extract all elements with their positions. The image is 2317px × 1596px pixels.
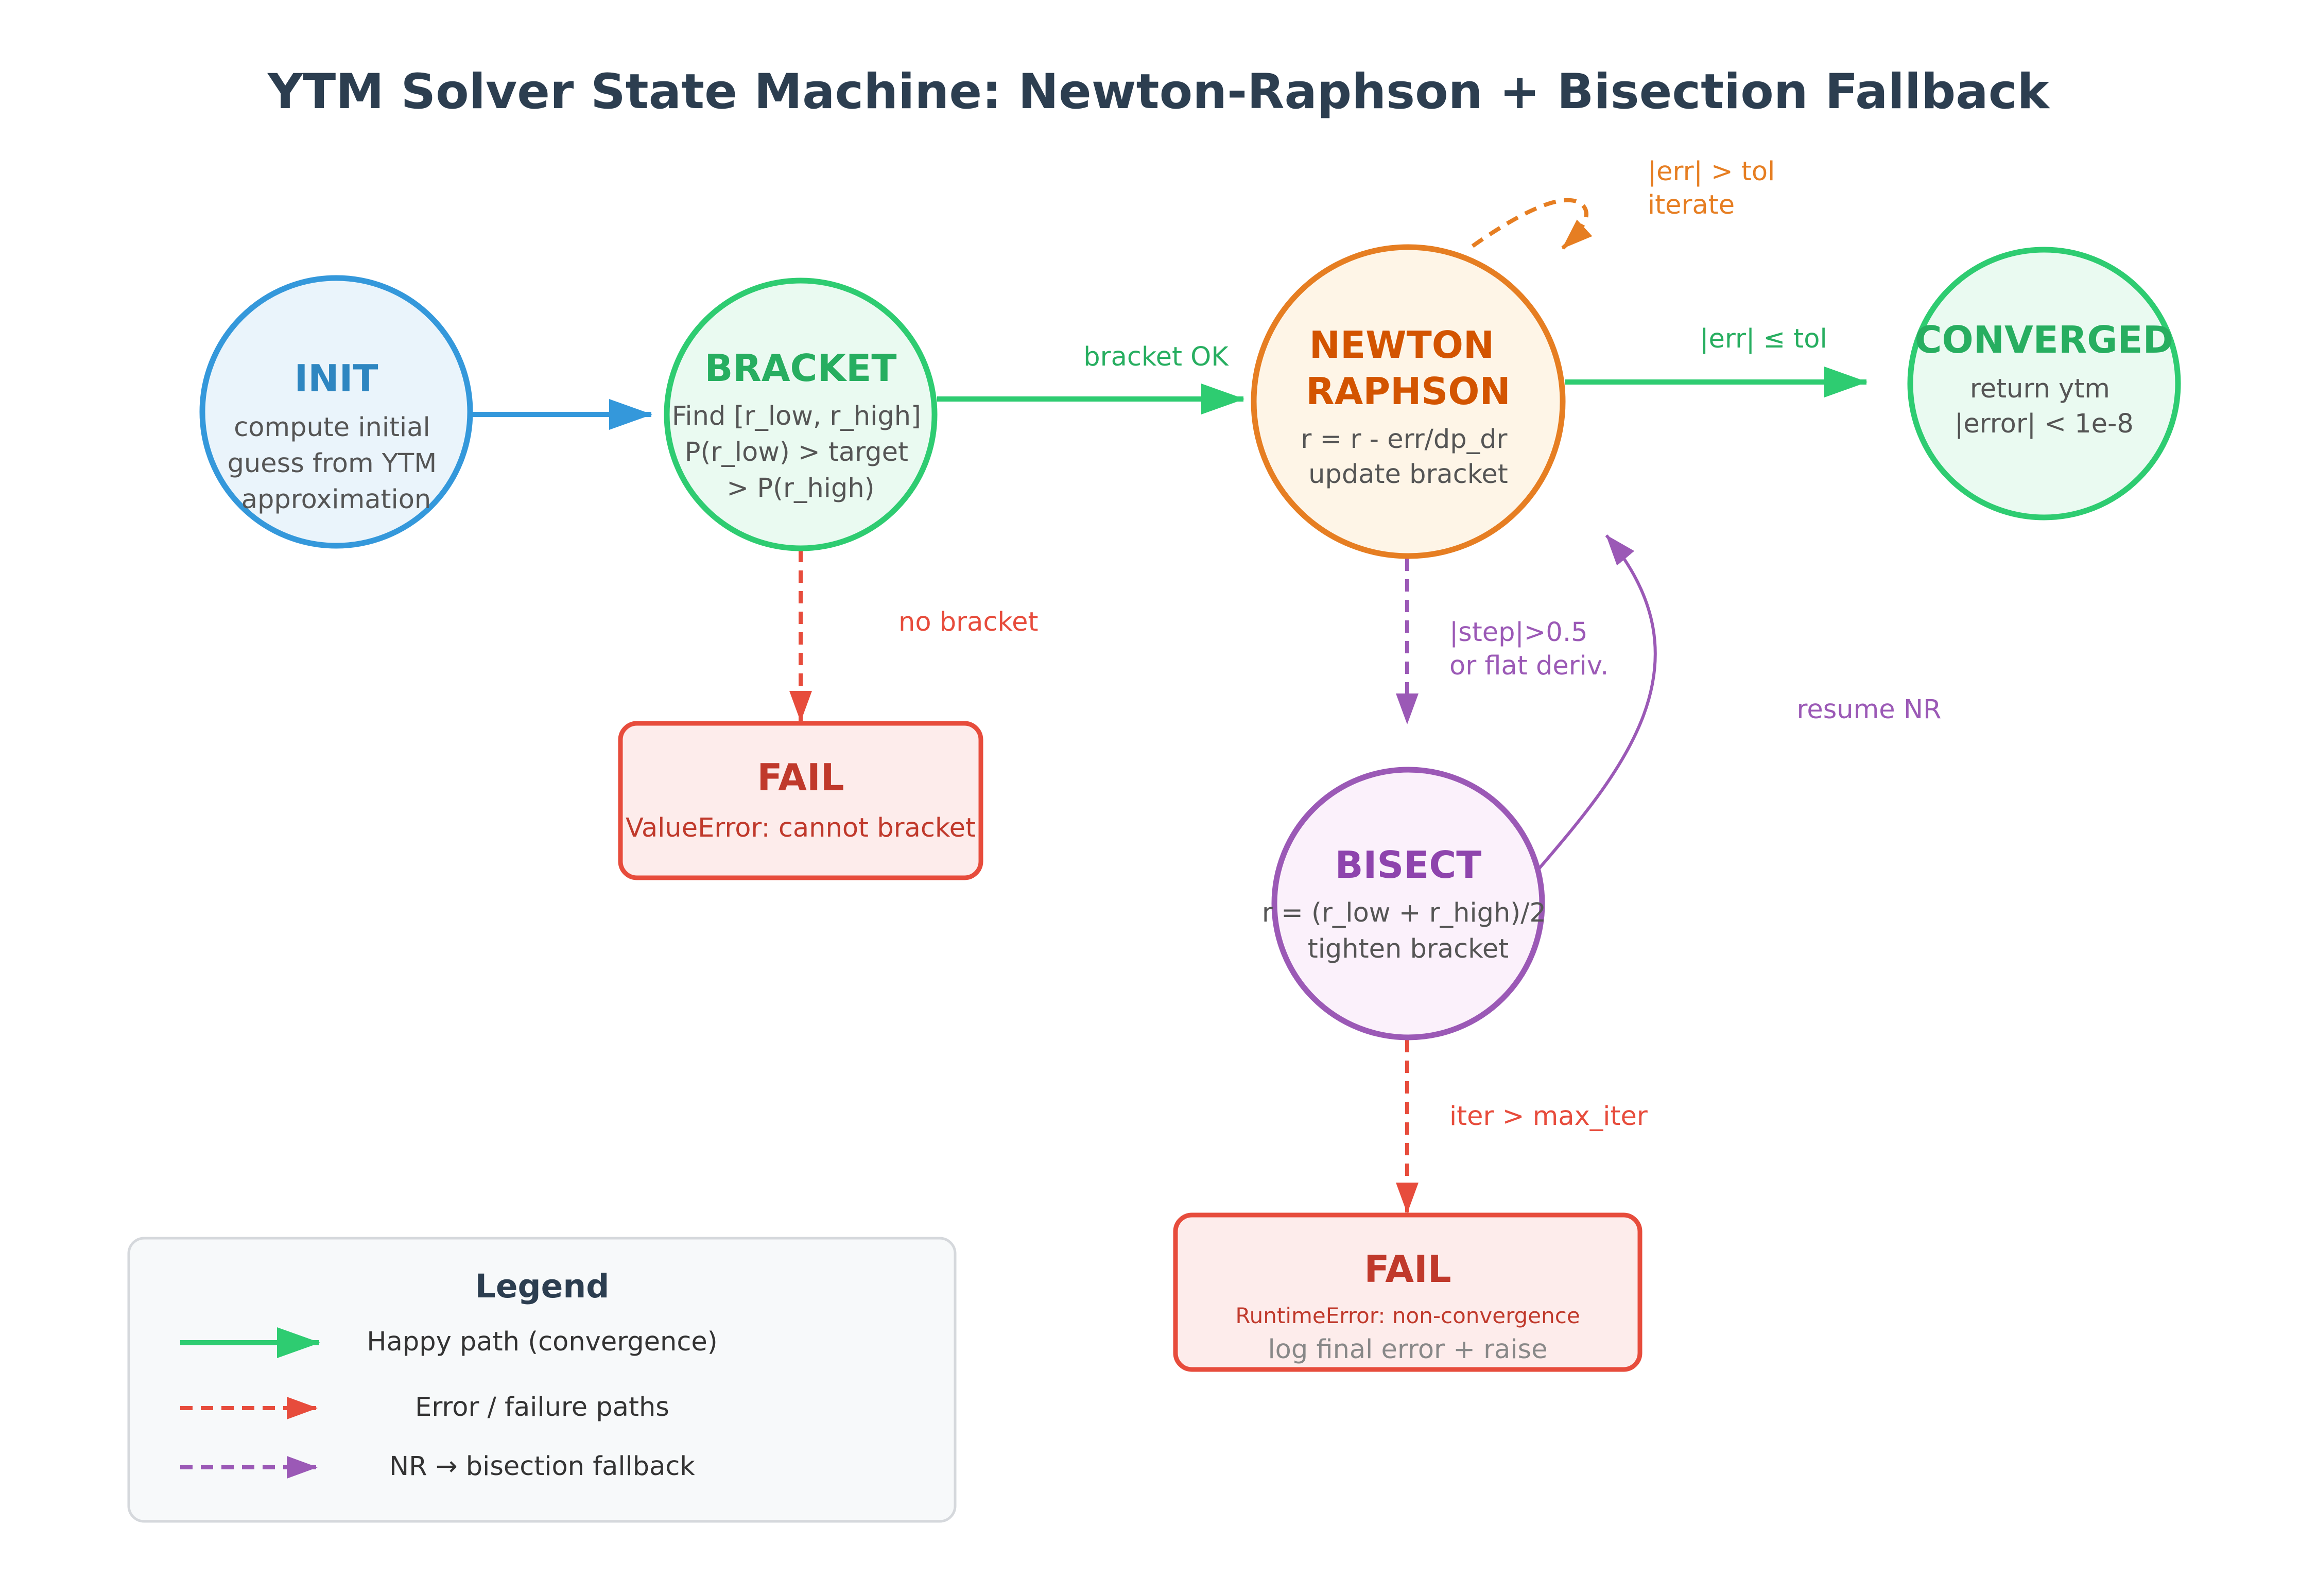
state-bracket-body: Find [r_low, r_high] P(r_low) > target >… bbox=[672, 401, 929, 504]
state-newton-line: update bracket bbox=[1308, 459, 1508, 490]
edge-label-fallback-line-2: or flat deriv. bbox=[1449, 651, 1609, 681]
state-init: INIT compute initial guess from YTM appr… bbox=[199, 275, 473, 549]
state-newton-circle bbox=[1251, 244, 1566, 559]
state-bisect: BISECT r = (r_low + r_high)/2 tighten br… bbox=[1262, 767, 1554, 1040]
state-converged-line: return ytm bbox=[1970, 374, 2110, 404]
legend-label-error: Error / failure paths bbox=[415, 1392, 669, 1422]
state-bisect-body: r = (r_low + r_high)/2 tighten bracket bbox=[1262, 898, 1554, 964]
edge-label-iterate: |err| > tol iterate bbox=[1648, 157, 1784, 220]
edge-label-no-bracket: no bracket bbox=[898, 607, 1038, 637]
edge-label-fallback-line-1: |step|>0.5 bbox=[1449, 617, 1588, 648]
state-bisect-line: tighten bracket bbox=[1308, 934, 1509, 964]
edge-newton-self-loop bbox=[1471, 198, 1593, 250]
state-bracket-line: > P(r_high) bbox=[727, 473, 874, 504]
state-bisect-line: r = (r_low + r_high)/2 bbox=[1262, 898, 1546, 928]
state-newton-title-line: RAPHSON bbox=[1306, 370, 1511, 413]
state-converged: CONVERGED return ytm |error| < 1e-8 bbox=[1907, 247, 2181, 521]
edge-label-bracket-ok: bracket OK bbox=[1083, 342, 1229, 372]
edge-label-resume: resume NR bbox=[1797, 695, 1942, 725]
state-newton-raphson: NEWTON RAPHSON r = r - err/dp_dr update … bbox=[1251, 244, 1566, 559]
state-fail-bracket-line: ValueError: cannot bracket bbox=[626, 813, 976, 843]
state-bracket-line: P(r_low) > target bbox=[685, 437, 908, 467]
state-fail-bracket-title: FAIL bbox=[757, 756, 844, 799]
state-init-line: compute initial bbox=[234, 412, 430, 443]
legend: Legend Happy path (convergence) Error / … bbox=[127, 1237, 957, 1523]
state-fail-iter-title: FAIL bbox=[1364, 1247, 1451, 1291]
state-init-body: compute initial guess from YTM approxima… bbox=[228, 412, 445, 515]
state-newton-title: NEWTON RAPHSON bbox=[1306, 323, 1511, 413]
state-converged-title: CONVERGED bbox=[1915, 318, 2174, 361]
diagram-title: YTM Solver State Machine: Newton-Raphson… bbox=[267, 64, 2050, 120]
edge-label-iterate-line-2: iterate bbox=[1648, 190, 1735, 220]
state-fail-iter-box bbox=[1173, 1212, 1642, 1372]
edge-bisect-to-newton bbox=[1532, 534, 1657, 876]
state-fail-bracket: FAIL ValueError: cannot bracket bbox=[618, 721, 983, 880]
state-bisect-circle bbox=[1271, 767, 1545, 1040]
state-fail-iter-line-large: log final error + raise bbox=[1268, 1334, 1548, 1365]
state-init-title: INIT bbox=[295, 357, 378, 400]
edge-label-max-iter: iter > max_iter bbox=[1449, 1101, 1648, 1132]
state-init-line: guess from YTM bbox=[228, 448, 437, 479]
state-fail-iter: FAIL RuntimeError: non-convergence log f… bbox=[1173, 1212, 1642, 1372]
edge-label-converge: |err| ≤ tol bbox=[1700, 324, 1827, 354]
legend-label-fallback: NR → bisection fallback bbox=[389, 1451, 695, 1482]
edge-label-fallback: |step|>0.5 or flat deriv. bbox=[1449, 617, 1609, 681]
state-bracket-title: BRACKET bbox=[705, 346, 897, 390]
state-newton-title-line: NEWTON bbox=[1309, 323, 1494, 367]
state-init-line: approximation bbox=[241, 484, 431, 515]
state-bisect-title: BISECT bbox=[1335, 843, 1482, 887]
state-init-circle bbox=[199, 275, 473, 549]
state-converged-line: |error| < 1e-8 bbox=[1955, 409, 2134, 439]
legend-title: Legend bbox=[475, 1268, 610, 1305]
state-fail-bracket-box bbox=[618, 721, 983, 880]
legend-label-happy: Happy path (convergence) bbox=[367, 1327, 717, 1357]
state-bracket: BRACKET Find [r_low, r_high] P(r_low) > … bbox=[664, 277, 938, 551]
state-bracket-circle bbox=[664, 277, 938, 551]
state-fail-iter-line-small: RuntimeError: non-convergence bbox=[1235, 1303, 1580, 1328]
legend-box bbox=[127, 1237, 957, 1523]
state-bracket-line: Find [r_low, r_high] bbox=[672, 401, 921, 431]
state-newton-line: r = r - err/dp_dr bbox=[1301, 424, 1507, 455]
state-converged-circle bbox=[1907, 247, 2181, 521]
edge-label-iterate-line-1: |err| > tol bbox=[1648, 157, 1775, 187]
state-converged-body: return ytm |error| < 1e-8 bbox=[1955, 374, 2134, 439]
state-newton-body: r = r - err/dp_dr update bracket bbox=[1301, 424, 1515, 490]
